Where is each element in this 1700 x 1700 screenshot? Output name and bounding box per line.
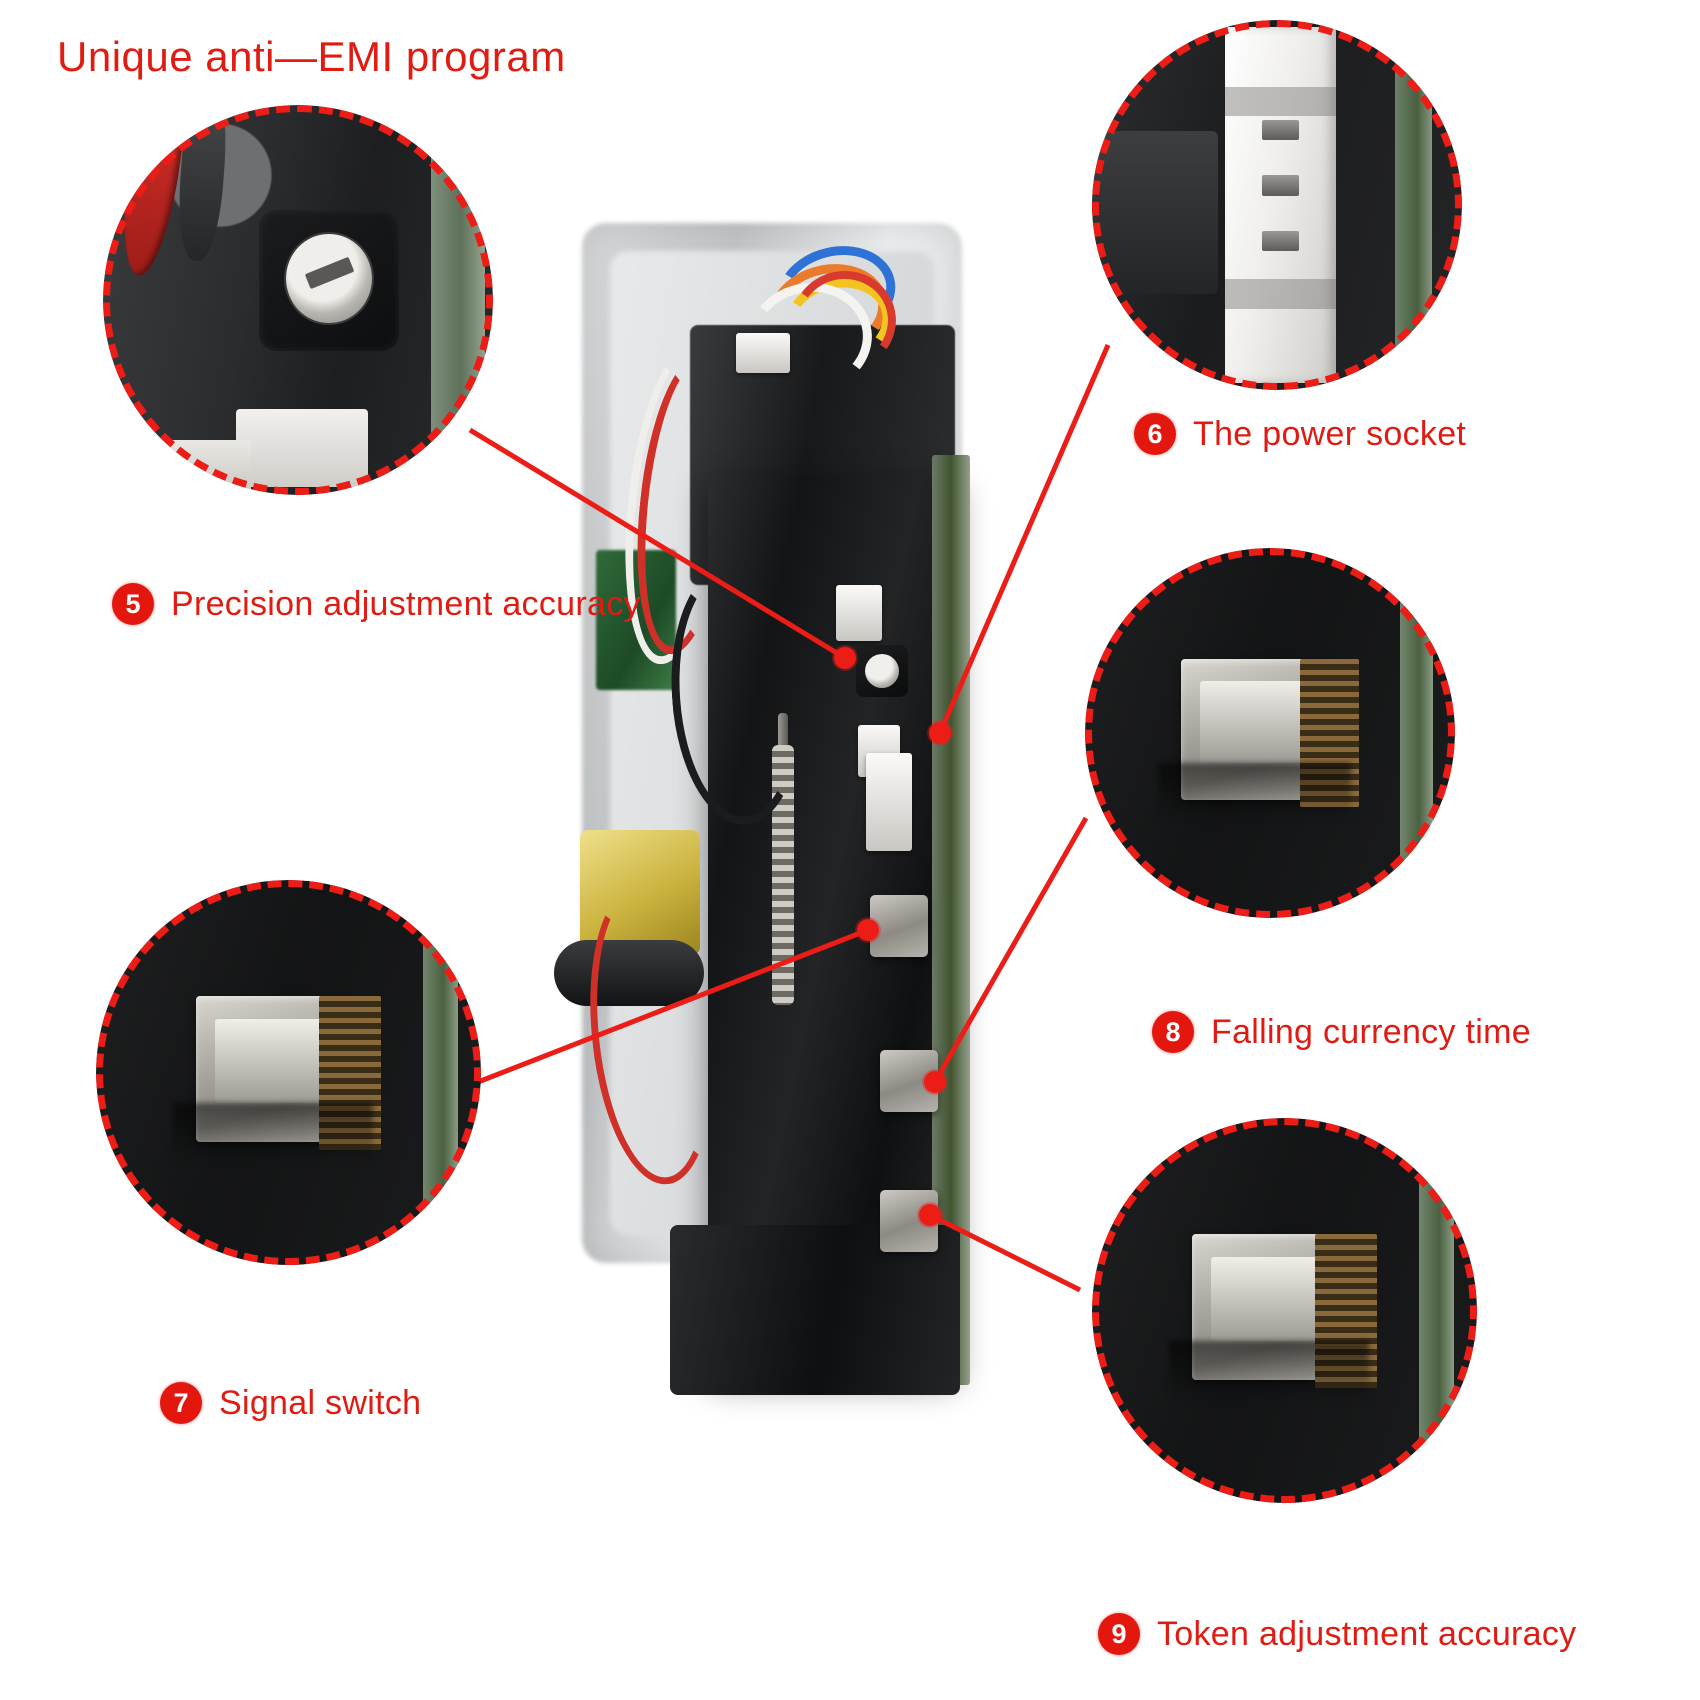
connector-power-socket (866, 753, 912, 851)
detail-bubble-7[interactable] (96, 880, 481, 1265)
callout-label-7: Signal switch (219, 1383, 422, 1422)
anchor-dot-7 (857, 919, 879, 941)
callout-5[interactable]: 5 Precision adjustment accuracy (112, 583, 641, 625)
callout-badge-8: 8 (1152, 1011, 1194, 1053)
detail-bubble-6[interactable] (1092, 20, 1462, 390)
callout-label-6: The power socket (1193, 414, 1467, 453)
callout-badge-7: 7 (160, 1382, 202, 1424)
callout-6[interactable]: 6 The power socket (1134, 413, 1466, 455)
detail-ring-7 (96, 880, 481, 1265)
detail-bubble-5[interactable] (103, 105, 493, 495)
callout-7[interactable]: 7 Signal switch (160, 1382, 421, 1424)
detail-ring-8 (1085, 548, 1455, 918)
callout-label-8: Falling currency time (1211, 1012, 1531, 1051)
detail-bubble-8[interactable] (1085, 548, 1455, 918)
callout-label-5: Precision adjustment accuracy (171, 584, 641, 623)
callout-badge-5: 5 (112, 583, 154, 625)
detail-ring-6 (1092, 20, 1462, 390)
page-title: Unique anti—EMI program (57, 33, 566, 80)
anchor-dot-5 (834, 647, 856, 669)
callout-badge-6: 6 (1134, 413, 1176, 455)
detail-bubble-9[interactable] (1092, 1118, 1477, 1503)
connector-top (736, 333, 790, 373)
trimmer-potentiometer (856, 645, 908, 697)
product-photo-body (540, 205, 1060, 1410)
product-rod (778, 713, 788, 771)
anchor-dot-9 (919, 1204, 941, 1226)
product-photo (540, 205, 1060, 1410)
product-bottom-block (670, 1225, 960, 1395)
anchor-dot-6 (929, 722, 951, 744)
detail-ring-9 (1092, 1118, 1477, 1503)
anchor-dot-8 (924, 1071, 946, 1093)
detail-ring-5 (103, 105, 493, 495)
connector-mid (836, 585, 882, 641)
callout-8[interactable]: 8 Falling currency time (1152, 1011, 1531, 1053)
callout-9[interactable]: 9 Token adjustment accuracy (1098, 1613, 1576, 1655)
micro-switch-signal (870, 895, 928, 957)
callout-badge-9: 9 (1098, 1613, 1140, 1655)
callout-label-9: Token adjustment accuracy (1157, 1614, 1577, 1653)
